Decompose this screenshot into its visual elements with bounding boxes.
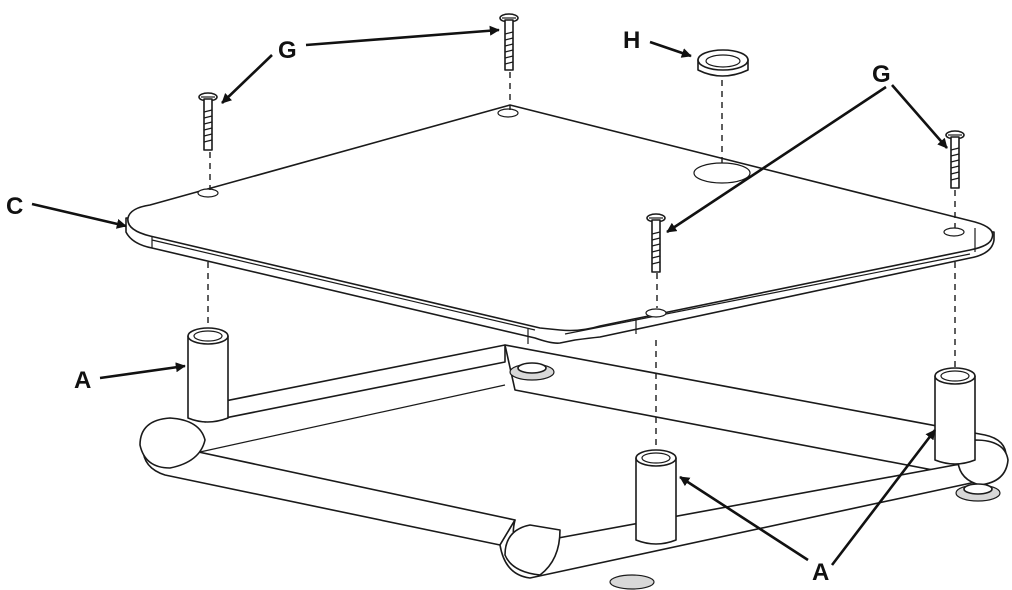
arrow-G-left	[221, 54, 273, 104]
top-panel	[125, 104, 995, 344]
frame-back-tube	[204, 344, 506, 423]
top-panel-face	[127, 104, 994, 332]
upright-right	[934, 367, 976, 465]
callout-arrows	[31, 25, 948, 566]
frame-right-tube	[504, 344, 1007, 481]
screw-back-left	[198, 92, 218, 151]
top-panel-edge-line	[151, 239, 971, 335]
frame-inner-edge	[199, 384, 506, 453]
hole-back	[497, 108, 519, 118]
frame-left-corner	[139, 417, 206, 469]
arrow-G-front	[666, 85, 887, 234]
label-G-right: G	[872, 61, 891, 88]
label-A-left: A	[74, 367, 91, 394]
arrow-G-right	[891, 84, 948, 149]
upright-front	[635, 449, 677, 545]
leveling-feet	[509, 362, 1001, 590]
label-C: C	[6, 193, 23, 220]
hole-right	[943, 227, 965, 237]
top-panel-seam-front	[527, 318, 637, 344]
label-G-top: G	[278, 37, 297, 64]
grommet	[697, 49, 749, 77]
screw-back	[499, 13, 519, 71]
foot-front	[609, 574, 655, 590]
foot-right-top	[963, 483, 993, 495]
upright-back-left	[187, 327, 229, 423]
arrow-G-top	[305, 25, 500, 47]
frame-front-tube	[499, 463, 986, 579]
arrow-H	[649, 40, 692, 58]
frame-front-corner	[504, 524, 561, 576]
hole-front	[645, 308, 667, 318]
arrow-A-right	[830, 429, 937, 566]
grommet-hole	[693, 162, 751, 184]
hole-back-left	[197, 188, 219, 198]
screw-front	[646, 213, 666, 273]
label-A-bottom: A	[812, 559, 829, 586]
label-H: H	[623, 27, 640, 54]
frame	[139, 344, 1009, 579]
screw-right	[945, 130, 965, 189]
labels: G H G C A A	[6, 27, 891, 586]
foot-back-top	[517, 362, 547, 374]
alignment-lines	[207, 72, 956, 450]
arrow-C	[31, 202, 127, 229]
arrow-A-left	[99, 362, 186, 380]
arrow-A-front	[679, 475, 809, 562]
